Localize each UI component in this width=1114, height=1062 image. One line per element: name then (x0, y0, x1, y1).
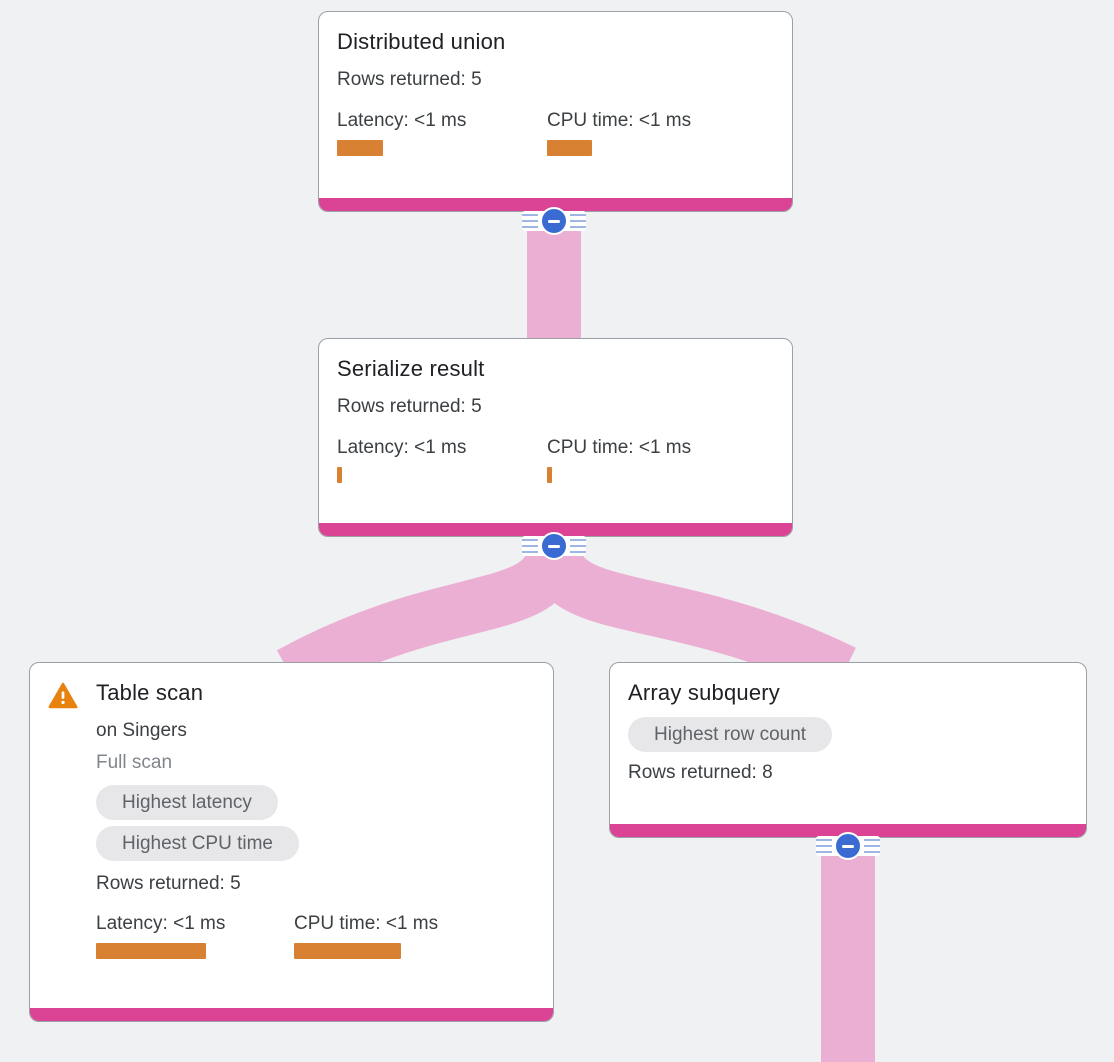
node-subtitle: on Singers (96, 720, 187, 741)
latency-label: Latency: <1 ms (96, 913, 226, 934)
badge-highest-row-count: Highest row count (628, 717, 833, 752)
cpu-label: CPU time: <1 ms (547, 110, 692, 131)
rows-returned: Rows returned: 5 (337, 396, 482, 417)
cpu-metric: CPU time: <1 ms (294, 910, 438, 959)
badge-highest-latency: Highest latency (96, 785, 278, 820)
minus-circle-icon (540, 207, 568, 235)
latency-metric: Latency: <1 ms (337, 434, 547, 483)
minus-icon (548, 219, 560, 223)
collapse-button-serialize-result[interactable] (522, 532, 586, 560)
minus-circle-icon (540, 532, 568, 560)
stripe-lines-left (816, 839, 832, 853)
node-footer-bar (319, 523, 792, 536)
latency-metric: Latency: <1 ms (337, 107, 547, 156)
cpu-label: CPU time: <1 ms (294, 913, 439, 934)
node-footer-bar (319, 198, 792, 211)
latency-label: Latency: <1 ms (337, 110, 467, 131)
warning-icon (48, 682, 78, 709)
cpu-metric: CPU time: <1 ms (547, 434, 691, 483)
node-distributed-union[interactable]: Distributed union Rows returned: 5 Laten… (318, 11, 793, 212)
cpu-bar (547, 467, 552, 483)
node-footer-bar (610, 824, 1086, 837)
minus-icon (842, 844, 854, 848)
node-serialize-result[interactable]: Serialize result Rows returned: 5 Latenc… (318, 338, 793, 537)
latency-bar (337, 140, 383, 156)
collapse-button-distributed-union[interactable] (522, 207, 586, 235)
cpu-metric: CPU time: <1 ms (547, 107, 691, 156)
latency-label: Latency: <1 ms (337, 437, 467, 458)
link-serialize-to-tablescan (276, 545, 581, 698)
link-serialize-to-arraysubquery (527, 545, 856, 697)
node-table-scan[interactable]: Table scan on Singers Full scan Highest … (29, 662, 554, 1022)
node-title: Serialize result (337, 356, 485, 381)
node-title: Array subquery (628, 680, 780, 705)
latency-bar (96, 943, 206, 959)
node-title: Table scan (96, 680, 204, 705)
rows-returned: Rows returned: 5 (96, 873, 241, 894)
minus-icon (548, 544, 560, 548)
minus-circle-icon (834, 832, 862, 860)
latency-metric: Latency: <1 ms (96, 910, 294, 959)
stripe-lines-right (570, 539, 586, 553)
stripe-lines-right (570, 214, 586, 228)
rows-returned: Rows returned: 8 (628, 762, 773, 783)
stripe-lines-left (522, 539, 538, 553)
rows-returned: Rows returned: 5 (337, 69, 482, 90)
stripe-lines-left (522, 214, 538, 228)
node-array-subquery[interactable]: Array subquery Highest row count Rows re… (609, 662, 1087, 838)
node-title: Distributed union (337, 29, 506, 54)
collapse-button-array-subquery[interactable] (816, 832, 880, 860)
scan-type-label: Full scan (96, 752, 173, 773)
cpu-label: CPU time: <1 ms (547, 437, 692, 458)
cpu-bar (294, 943, 401, 959)
node-footer-bar (30, 1008, 553, 1021)
badge-highest-cpu-time: Highest CPU time (96, 826, 299, 861)
link-arraysubquery-to-child (821, 838, 875, 1062)
latency-bar (337, 467, 342, 483)
cpu-bar (547, 140, 592, 156)
stripe-lines-right (864, 839, 880, 853)
